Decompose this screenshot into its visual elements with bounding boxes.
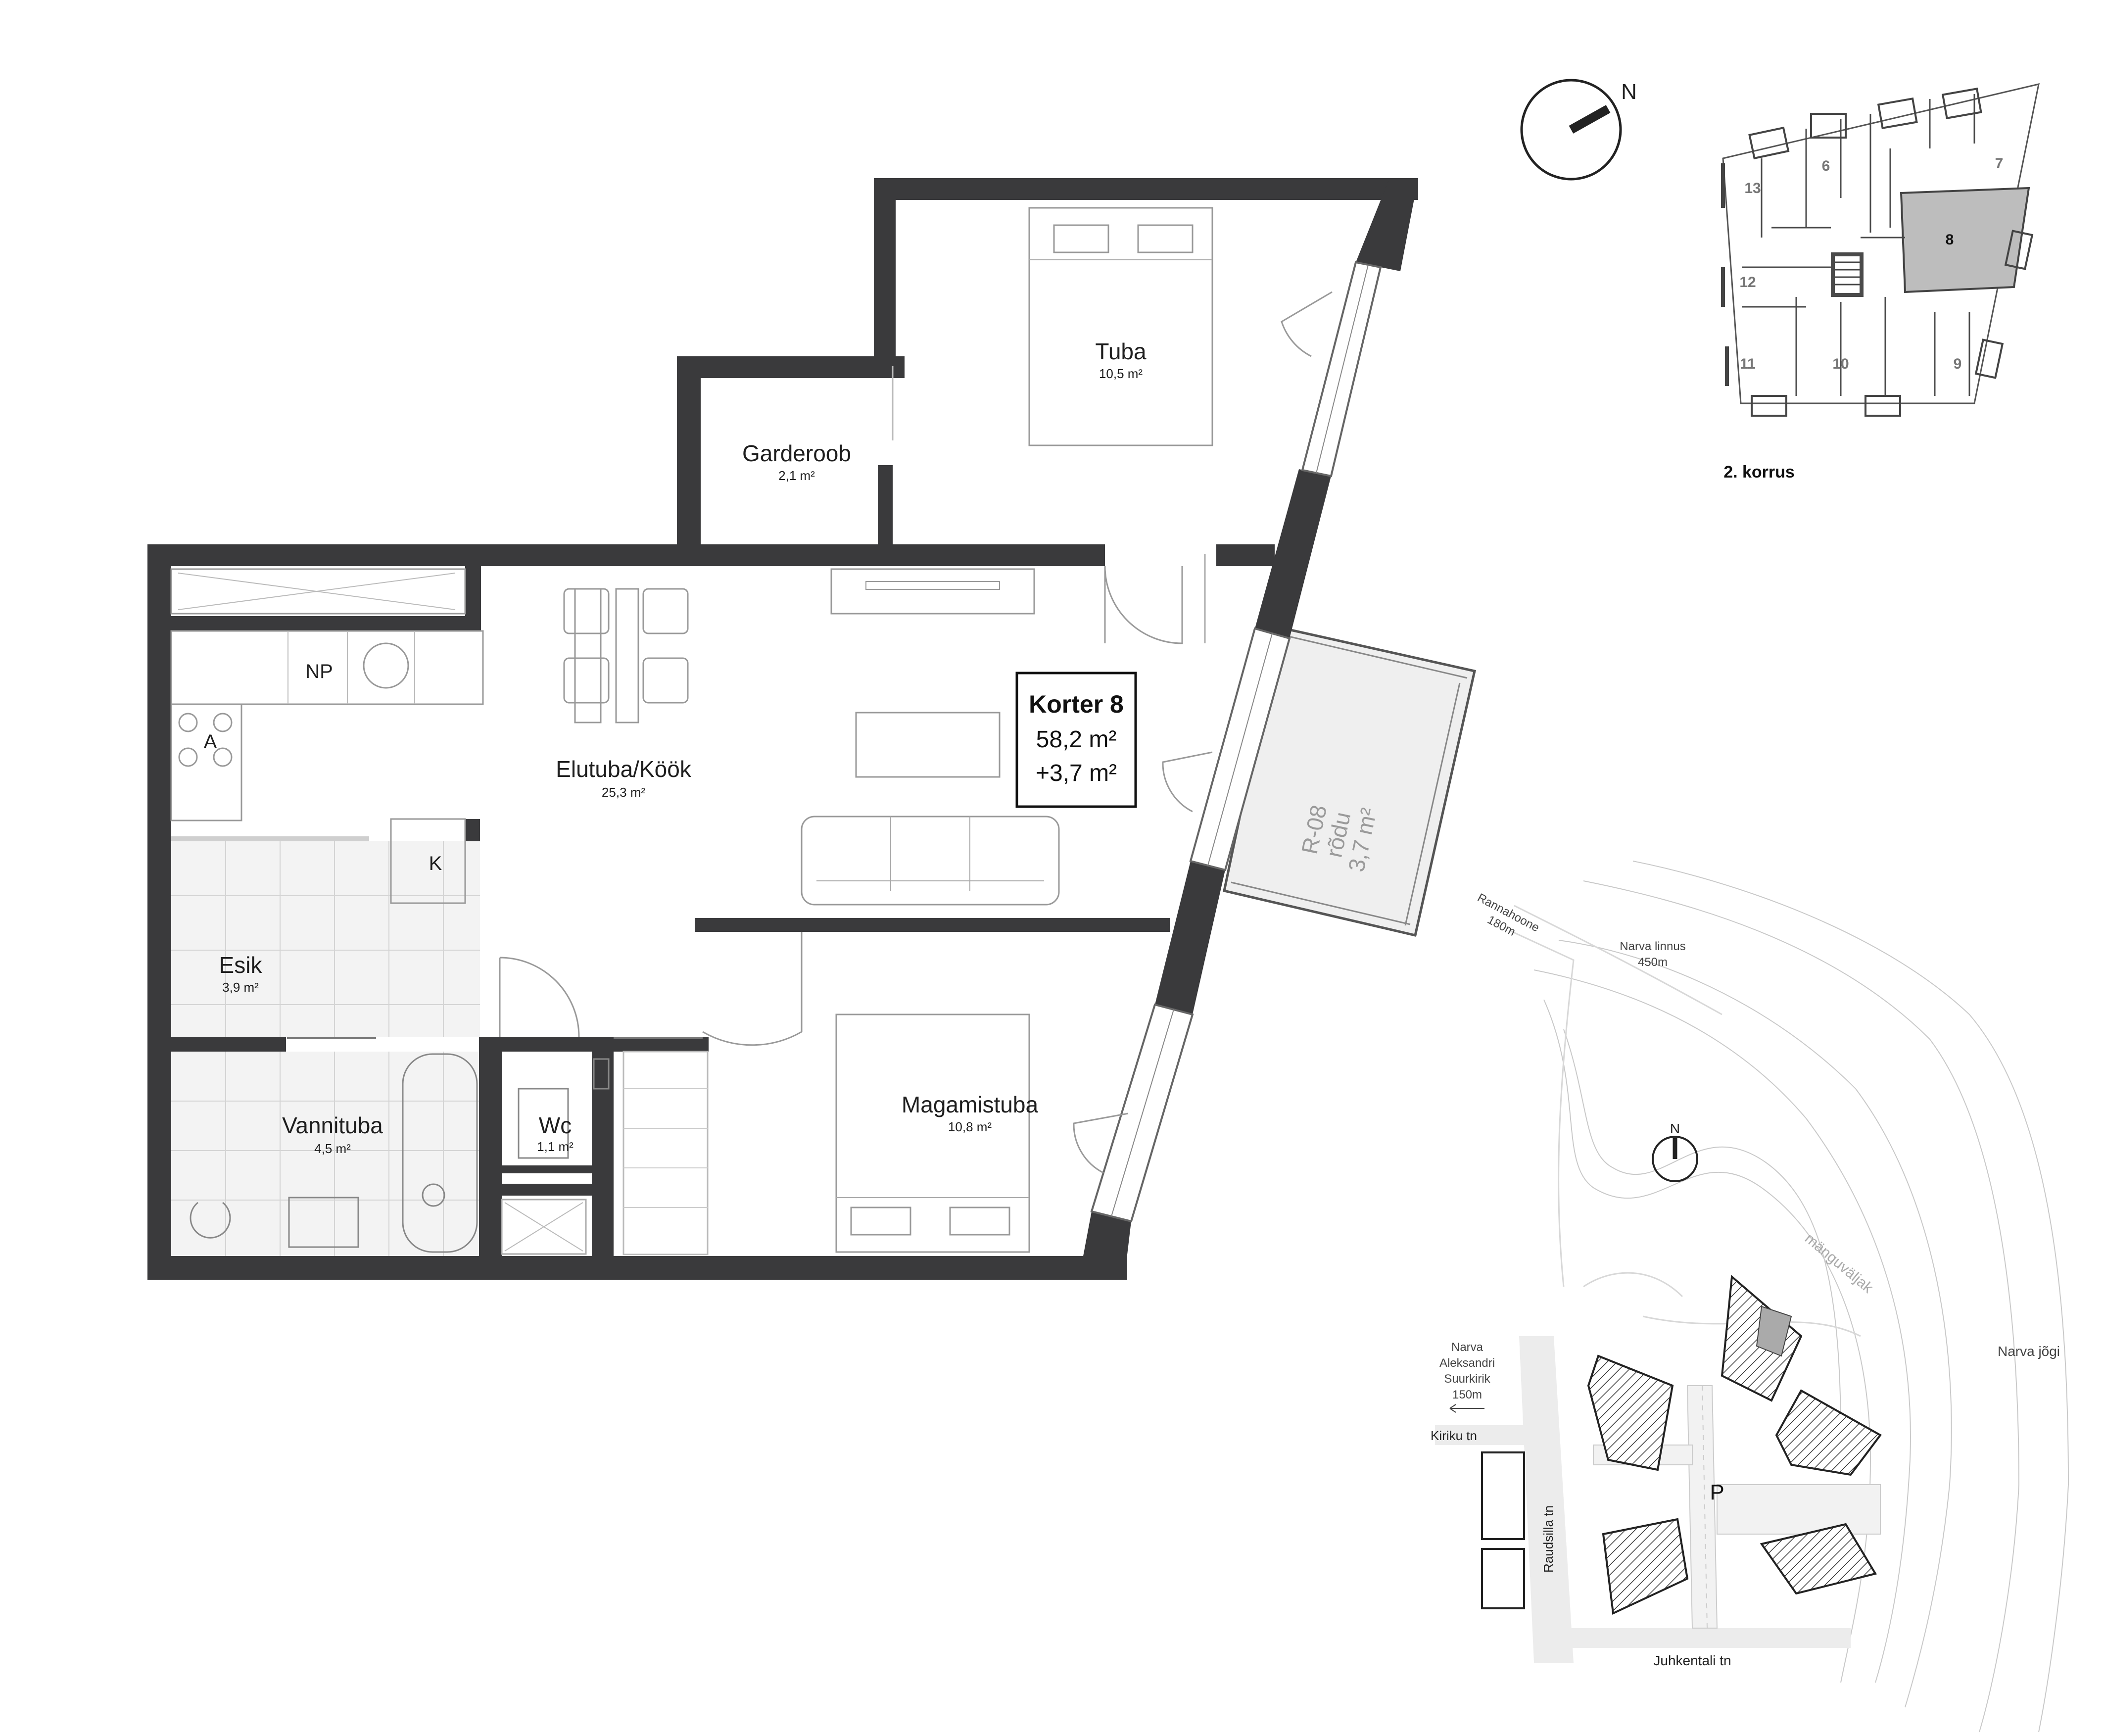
site-parking-label: P	[1710, 1480, 1724, 1504]
vannituba-tiles	[171, 1052, 610, 1256]
keyplan-floor-label: 2. korrus	[1723, 463, 1795, 482]
room-area-tuba: 10,5 m²	[1099, 366, 1143, 381]
room-area-wc: 1,1 m²	[537, 1139, 574, 1154]
keyplan-unit-12: 12	[1739, 274, 1756, 290]
room-area-esik: 3,9 m²	[222, 980, 259, 995]
keyplan-unit-7: 7	[1995, 155, 2004, 172]
site-church-line1: Narva	[1451, 1341, 1483, 1354]
fixture-label-a: A	[204, 731, 217, 753]
fixture-label-k: K	[429, 853, 442, 874]
kitchen-fixtures	[170, 568, 484, 841]
esik-tiles	[171, 841, 480, 1037]
keyplan-unit-6: 6	[1822, 158, 1830, 174]
site-church-line2: Aleksandri	[1439, 1356, 1495, 1370]
apartment-balcony-area: +3,7 m²	[1036, 760, 1117, 786]
site-river-label: Narva jõgi	[1998, 1344, 2060, 1359]
windows	[1090, 261, 1382, 1223]
room-area-elutuba: 25,3 m²	[602, 785, 645, 800]
apartment-floor-plan: Tuba 10,5 m² Garderoob 2,1 m² Elutuba/Kö…	[147, 178, 1476, 1280]
room-label-esik: Esik	[219, 952, 263, 978]
keyplan-unit-11: 11	[1740, 356, 1756, 372]
keyplan-unit-13: 13	[1744, 180, 1761, 196]
site-plan: N mänguväljak Narva jõgi P Kiriku tn Rau…	[1431, 861, 2069, 1733]
site-church-line3: Suurkirik	[1444, 1372, 1490, 1386]
storage-k-box	[390, 818, 466, 904]
fixture-label-np: NP	[305, 661, 333, 682]
site-linnus-distance: 450m	[1638, 956, 1668, 969]
site-street-raudsilla: Raudsilla tn	[1541, 1505, 1556, 1573]
beds	[501, 207, 1213, 1255]
apartment-area: 58,2 m²	[1036, 726, 1117, 753]
room-label-wc: Wc	[539, 1112, 572, 1138]
room-label-garderoob: Garderoob	[742, 440, 851, 466]
keyplan-unit-8: 8	[1946, 232, 1954, 248]
room-label-vannituba: Vannituba	[282, 1112, 383, 1138]
keyplan-unit-10: 10	[1832, 356, 1849, 372]
site-play-area-label: mänguväljak	[1802, 1230, 1876, 1297]
apartment-info-box: Korter 8 58,2 m² +3,7 m²	[1015, 672, 1137, 808]
room-area-garderoob: 2,1 m²	[778, 468, 815, 483]
site-street-kiriku: Kiriku tn	[1431, 1428, 1477, 1443]
north-compass: N	[1520, 79, 1637, 181]
site-church-distance: 150m	[1452, 1388, 1482, 1401]
floor-keyplan: 13 6 7 8 12 11 10 9 2. korrus	[1721, 83, 2040, 482]
room-area-vannituba: 4,5 m²	[314, 1141, 351, 1156]
living-furniture	[563, 568, 1060, 906]
site-linnus-name: Narva linnus	[1620, 940, 1685, 953]
keyplan-unit-9: 9	[1954, 356, 1962, 372]
room-label-tuba: Tuba	[1095, 338, 1147, 364]
walls	[147, 178, 1418, 1280]
keyplan-unit-8-highlight	[1900, 187, 2030, 293]
apartment-title: Korter 8	[1029, 690, 1124, 718]
site-compass-north-label: N	[1670, 1121, 1680, 1136]
room-label-magamistuba: Magamistuba	[902, 1092, 1039, 1117]
room-area-magamistuba: 10,8 m²	[948, 1119, 992, 1134]
room-label-elutuba: Elutuba/Köök	[556, 756, 692, 782]
site-street-juhkentali: Juhkentali tn	[1653, 1653, 1731, 1668]
compass-north-label: N	[1621, 80, 1637, 104]
